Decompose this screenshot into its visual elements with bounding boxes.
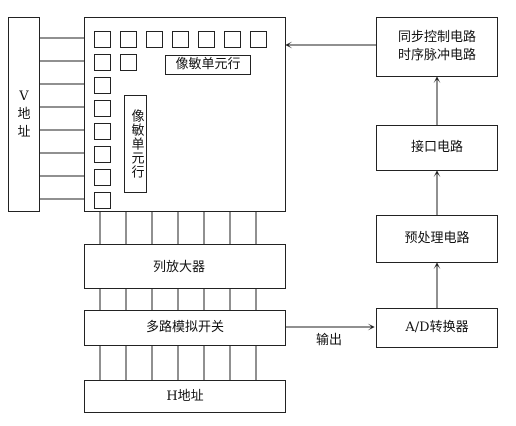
pixel-cell: [94, 54, 111, 71]
column-amplifier-box: 列放大器: [84, 244, 286, 289]
timing-pulse-label: 时序脉冲电路: [397, 48, 476, 63]
pixel-cell: [250, 31, 267, 48]
pixel-cell: [94, 123, 111, 140]
pixel-array-box: 像敏单元行 像敏单元行: [84, 17, 286, 212]
pixel-cell: [94, 146, 111, 163]
interface-circuit-box: 接口电路: [376, 125, 498, 171]
pixel-cell: [94, 100, 111, 117]
pixel-cell: [120, 54, 137, 71]
pixel-cell: [198, 31, 215, 48]
pixel-row-horizontal-label: 像敏单元行: [175, 57, 241, 72]
sync-control-box: 同步控制电路 时序脉冲电路: [376, 17, 498, 77]
analog-mux-box: 多路模拟开关: [84, 310, 286, 346]
h-address-label: H地址: [166, 388, 204, 404]
output-label: 输出: [316, 333, 343, 348]
interface-circuit-label: 接口电路: [410, 140, 463, 155]
v-address-connectors: [40, 37, 84, 200]
column-amplifier-label: 列放大器: [153, 260, 206, 275]
mux-to-haddr-lines: [99, 346, 257, 380]
pixel-cell: [172, 31, 189, 48]
v-address-box: V 地 址: [8, 17, 40, 212]
pixel-cell: [224, 31, 241, 48]
pixel-cell: [146, 31, 163, 48]
adc-label: A/D转换器: [405, 320, 469, 335]
amp-to-mux-lines: [99, 289, 257, 310]
pixel-cell: [120, 31, 137, 48]
array-to-amp-lines: [99, 212, 257, 244]
pixel-cell: [94, 31, 111, 48]
pixel-cell: [94, 77, 111, 94]
pixel-cell: [94, 192, 111, 209]
sync-control-label: 同步控制电路: [397, 30, 476, 45]
adc-box: A/D转换器: [376, 308, 498, 348]
v-address-label: V 地 址: [17, 88, 31, 140]
analog-mux-label: 多路模拟开关: [145, 320, 224, 335]
pixel-cell: [94, 169, 111, 186]
preprocess-circuit-label: 预处理电路: [404, 231, 470, 246]
h-address-box: H地址: [84, 380, 286, 413]
preprocess-circuit-box: 预处理电路: [376, 215, 498, 263]
pixel-row-vertical-label: 像敏单元行: [128, 109, 144, 179]
pixel-row-horizontal-label-box: 像敏单元行: [165, 55, 251, 75]
pixel-row-vertical-label-box: 像敏单元行: [124, 95, 147, 193]
